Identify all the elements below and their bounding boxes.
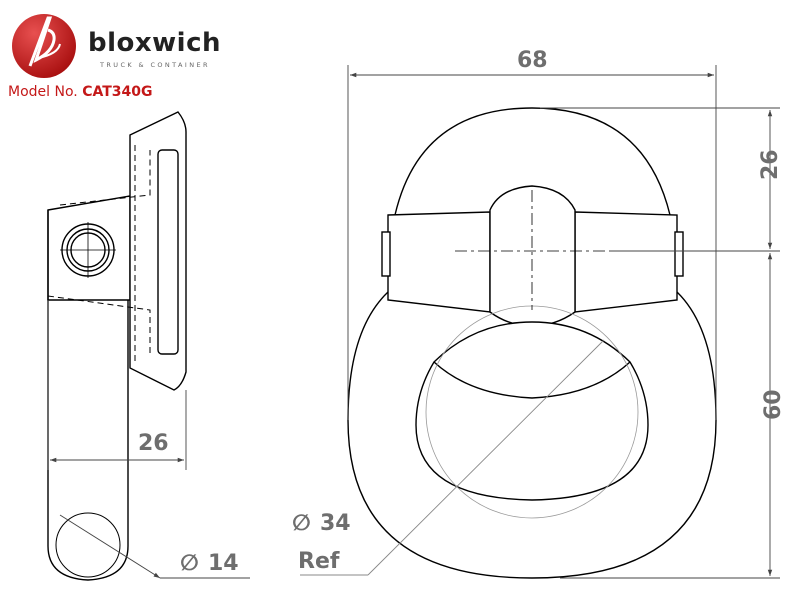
front-view xyxy=(300,107,717,579)
dim-side-thickness: 26 xyxy=(138,431,169,456)
dim-ring-diameter: 34 xyxy=(320,511,351,536)
model-code: CAT340G xyxy=(82,84,153,100)
side-view xyxy=(47,111,187,581)
front-dimension-lines xyxy=(347,65,780,579)
brand-tagline: TRUCK & CONTAINER xyxy=(100,61,210,69)
dim-pin-diameter: 14 xyxy=(208,551,239,576)
dim-ring-diameter-symbol: ∅ xyxy=(292,511,311,536)
dim-top-height: 26 xyxy=(758,149,783,180)
bloxwich-logo-icon xyxy=(12,14,76,78)
brand-name: bloxwich xyxy=(88,28,222,58)
dim-overall-width: 68 xyxy=(517,48,548,73)
dim-ring-note: Ref xyxy=(298,549,340,574)
side-dimension-lines xyxy=(47,300,250,579)
model-label: Model No. xyxy=(8,84,78,100)
model-number: Model No. CAT340G xyxy=(8,84,152,100)
dim-pin-diameter-symbol: ∅ xyxy=(180,551,199,576)
brand-header: bloxwich TRUCK & CONTAINER xyxy=(8,10,238,80)
dim-lower-height: 60 xyxy=(761,389,786,420)
